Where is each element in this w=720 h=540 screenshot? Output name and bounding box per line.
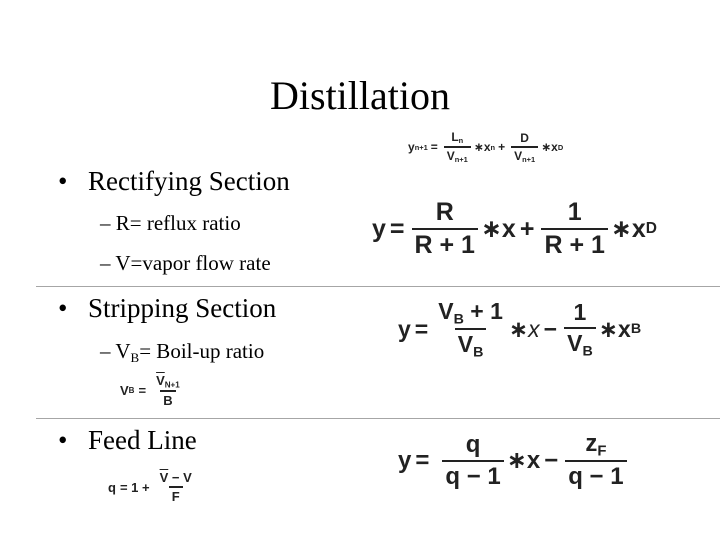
section-divider: [36, 418, 720, 419]
section-divider: [36, 286, 720, 287]
eq-operator: ∗x: [473, 140, 491, 155]
eq-operator: ∗x: [610, 215, 646, 243]
eq-operator: ∗x: [480, 215, 516, 243]
eq-operator: +: [498, 140, 506, 155]
eq-symbol: + 1: [463, 298, 503, 324]
subitem-vapor-flow-rate: – V=vapor flow rate: [100, 251, 271, 275]
subitem-subscript: B: [130, 350, 140, 365]
eq-symbol: F: [168, 486, 183, 504]
eq-symbol: y: [398, 446, 412, 474]
eq-fraction: VN+1 B: [153, 373, 183, 408]
eq-symbol: q − 1: [565, 460, 627, 491]
eq-subscript: N+1: [164, 380, 180, 390]
eq-fraction: R R + 1: [411, 198, 478, 260]
eq-subscript: B: [582, 343, 593, 360]
equation-feed-line: y = q q − 1 ∗x − zF q − 1: [398, 430, 630, 491]
eq-symbol: V: [438, 298, 454, 324]
eq-operator: =: [415, 446, 430, 474]
eq-subscript: D: [645, 220, 657, 237]
eq-subscript: F: [597, 443, 607, 460]
eq-operator: ∗x: [598, 315, 631, 342]
eq-symbol: x: [528, 315, 540, 342]
eq-fraction: Ln Vn+1: [443, 130, 471, 165]
eq-symbol: 1: [567, 198, 582, 226]
eq-fraction: D Vn+1: [511, 130, 539, 164]
slide-title: Distillation: [270, 73, 450, 118]
eq-symbol: V: [514, 148, 523, 163]
eq-subscript: n: [458, 136, 464, 146]
eq-operator: ∗x: [506, 447, 541, 475]
bullet-label: Rectifying Section: [88, 166, 290, 196]
eq-symbol: V: [156, 373, 165, 388]
eq-operator: =: [414, 315, 429, 342]
eq-fraction: 1 R + 1: [541, 198, 608, 260]
subitem-text: – V: [100, 339, 131, 363]
eq-symbol: R + 1: [541, 228, 608, 260]
eq-symbol: z: [585, 430, 598, 457]
eq-operator: ∗x: [541, 140, 558, 155]
eq-subscript: n+1: [414, 142, 428, 152]
eq-operator: =: [389, 214, 405, 243]
eq-operator: −: [544, 446, 559, 474]
eq-symbol: V: [446, 149, 455, 164]
bullet-rectifying-section: • Rectifying Section: [58, 165, 290, 197]
eq-fraction: VB + 1 VB: [435, 298, 506, 361]
eq-operator: =: [138, 383, 147, 399]
eq-subscript: B: [630, 321, 642, 338]
eq-fraction: q q − 1: [442, 430, 504, 491]
eq-symbol: y: [398, 315, 411, 342]
eq-operator: −: [543, 315, 558, 342]
eq-symbol: 1: [573, 299, 587, 326]
eq-subscript: n: [490, 142, 496, 152]
subitem-boil-up-ratio: – VB= Boil-up ratio: [100, 338, 264, 371]
eq-subscript: n+1: [522, 154, 536, 164]
eq-symbol: − V: [168, 470, 192, 485]
eq-fraction: V − V F: [157, 470, 195, 504]
eq-symbol: V: [457, 331, 474, 358]
bullet-stripping-section: • Stripping Section: [58, 292, 276, 324]
eq-subscript: D: [557, 142, 564, 152]
bullet-label: Stripping Section: [88, 293, 277, 323]
eq-symbol: V: [159, 470, 169, 485]
subitem-reflux-ratio: – R= reflux ratio: [100, 211, 241, 235]
equation-q-definition: q = 1 + V − V F: [108, 470, 198, 504]
eq-subscript: n+1: [454, 155, 468, 165]
eq-operator: =: [430, 140, 438, 155]
eq-operator: = 1 +: [119, 479, 150, 495]
eq-subscript: B: [473, 344, 484, 361]
eq-symbol: B: [160, 390, 176, 408]
bullet-glyph: •: [58, 425, 68, 455]
eq-symbol: D: [520, 130, 529, 145]
eq-operator: +: [519, 214, 535, 243]
eq-fraction: zF q − 1: [565, 430, 627, 491]
bullet-feed-line: • Feed Line: [58, 424, 197, 456]
eq-symbol: R + 1: [411, 228, 478, 260]
eq-symbol: V: [120, 383, 129, 399]
eq-symbol: q: [465, 430, 481, 458]
bullet-glyph: •: [58, 293, 68, 323]
bullet-label: Feed Line: [88, 425, 197, 455]
eq-symbol: q: [108, 479, 116, 495]
eq-symbol: q − 1: [442, 459, 504, 491]
eq-symbol: L: [451, 130, 459, 144]
eq-symbol: y: [372, 214, 386, 243]
eq-symbol: V: [567, 330, 583, 357]
bullet-glyph: •: [58, 166, 68, 196]
eq-symbol: y: [408, 140, 415, 155]
eq-subscript: B: [453, 311, 464, 328]
eq-subscript: B: [128, 386, 135, 396]
eq-fraction: 1 VB: [564, 299, 596, 359]
eq-symbol: R: [435, 198, 454, 226]
subitem-text: = Boil-up ratio: [139, 339, 265, 363]
eq-operator: ∗: [508, 315, 529, 342]
